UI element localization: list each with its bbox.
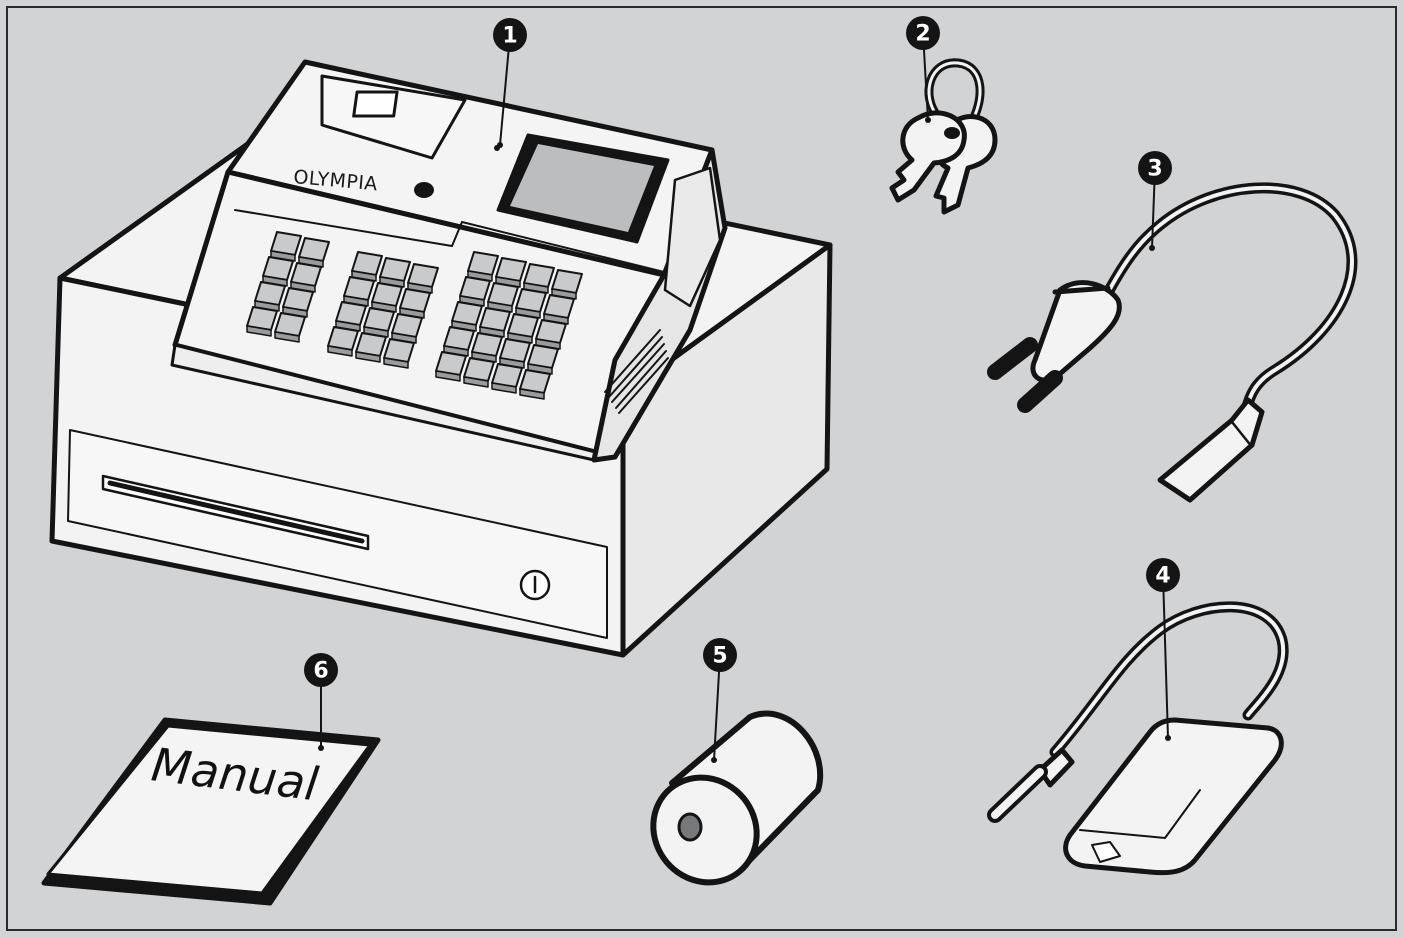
callout-number-paper-roll: 5	[712, 644, 727, 669]
callout-number-keys: 2	[915, 22, 930, 47]
callout-number-register: 1	[502, 24, 517, 49]
roll-core	[679, 814, 701, 840]
receipt-window	[354, 92, 397, 116]
callout-anchor-keys	[925, 117, 931, 123]
callout-number-adapter: 4	[1155, 564, 1170, 589]
callout-anchor-register	[497, 142, 503, 148]
callout-anchor-adapter	[1165, 735, 1171, 741]
callout-anchor-power-cord	[1149, 245, 1155, 251]
callout-number-manual: 6	[313, 659, 328, 684]
brand-mark-icon	[414, 182, 434, 198]
callout-anchor-paper-roll	[711, 757, 717, 763]
callout-anchor-manual	[318, 745, 324, 751]
callout-number-power-cord: 3	[1147, 157, 1162, 182]
